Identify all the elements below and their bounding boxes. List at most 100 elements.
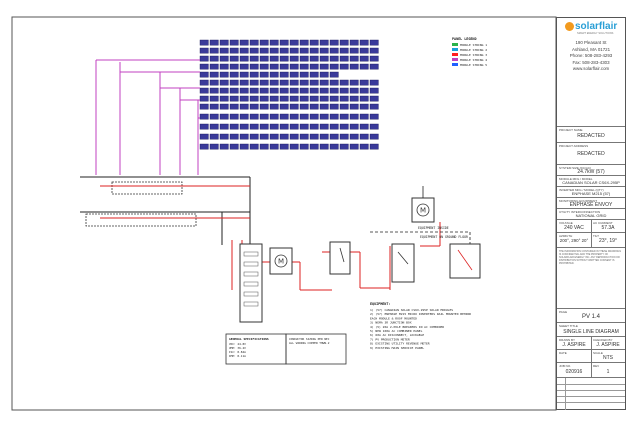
solar-module — [369, 123, 379, 130]
legend-item: MODULE STRING 4 — [460, 58, 487, 62]
solar-module — [369, 113, 379, 120]
equipment-note: 9) EXISTING MAIN SERVICE PANEL — [370, 346, 424, 350]
solar-module — [359, 103, 369, 110]
solar-module — [229, 133, 239, 140]
solar-module — [349, 47, 359, 54]
azimuth-cell: AZIMUTH 200°, 290° 20° TILT 23°, 19° — [557, 232, 625, 248]
solar-module — [359, 123, 369, 130]
solar-module — [269, 79, 279, 86]
solar-module — [349, 79, 359, 86]
phone: Phone: 508-283-4293 — [569, 53, 613, 59]
solar-module — [329, 133, 339, 140]
solar-module — [259, 113, 269, 120]
solar-module — [309, 71, 319, 78]
solar-module — [329, 143, 339, 150]
solar-module — [299, 79, 309, 86]
utility-cell: UTILITY INTERCONNECTION NATIONAL GRID — [557, 208, 625, 219]
azimuth: 200°, 290° 20° — [559, 238, 589, 243]
solar-module — [229, 143, 239, 150]
solar-module — [289, 63, 299, 70]
module-array — [199, 39, 379, 150]
system-size-cell: SYSTEM SIZE (DC/AC) 24.7kW (57) — [557, 164, 625, 175]
solar-module — [299, 63, 309, 70]
job-cell: JOB NO. 020916 REV 1 — [557, 362, 625, 378]
solar-module — [239, 87, 249, 94]
solar-module — [249, 143, 259, 150]
solar-module — [199, 55, 209, 62]
solar-module — [339, 47, 349, 54]
solar-module — [269, 113, 279, 120]
conductor-note: CONDUCTOR SIZING PER NEC — [289, 337, 330, 341]
solar-module — [339, 63, 349, 70]
solar-module — [229, 95, 239, 102]
solar-module — [299, 103, 309, 110]
solar-module — [239, 47, 249, 54]
solar-module — [259, 103, 269, 110]
solar-module — [319, 113, 329, 120]
solar-module — [219, 71, 229, 78]
date-cell: DATE SCALE NTS — [557, 349, 625, 363]
solar-module — [349, 95, 359, 102]
solar-module — [219, 63, 229, 70]
solar-module — [239, 95, 249, 102]
checked-by: J. ASPIRE — [596, 342, 620, 348]
legend-title: PANEL LEGEND — [452, 37, 477, 41]
solar-module — [369, 47, 379, 54]
solar-module — [269, 133, 279, 140]
ac-current: 57.3A — [601, 225, 615, 231]
page-number: PV 1.4 — [581, 314, 600, 320]
voltage: 240 VAC — [564, 225, 584, 231]
module-model: CANADIAN SOLAR CS6X-295P — [562, 180, 620, 185]
solar-module — [309, 55, 319, 62]
solar-module — [339, 39, 349, 46]
solar-module — [259, 95, 269, 102]
solar-module — [279, 47, 289, 54]
website: www.solarflair.com — [572, 66, 610, 72]
solar-module — [369, 63, 379, 70]
equipment-notes: EQUIPMENT: 1) (57) CANADIAN SOLAR CS6X-2… — [370, 302, 471, 350]
solar-module — [319, 143, 329, 150]
solar-module — [209, 103, 219, 110]
solar-module — [339, 103, 349, 110]
voltage-cell: VOLTAGE 240 VAC AC CURRENT 57.3A — [557, 219, 625, 233]
solar-module — [259, 39, 269, 46]
utility-meter: M — [411, 186, 435, 223]
solar-module — [359, 143, 369, 150]
solar-module — [269, 55, 279, 62]
solar-module — [359, 79, 369, 86]
solar-module — [269, 95, 279, 102]
solar-module — [199, 87, 209, 94]
solar-module — [329, 95, 339, 102]
solar-module — [199, 143, 209, 150]
solar-module — [249, 103, 259, 110]
solar-module — [219, 87, 229, 94]
solar-module — [319, 87, 329, 94]
solar-module — [209, 47, 219, 54]
solar-module — [279, 143, 289, 150]
solar-module — [219, 123, 229, 130]
solar-module — [309, 143, 319, 150]
solar-module — [309, 47, 319, 54]
solar-module — [229, 47, 239, 54]
solar-module — [339, 95, 349, 102]
solar-module — [329, 87, 339, 94]
equipment-note: 1) (57) CANADIAN SOLAR CS6X-295P SOLAR M… — [370, 308, 453, 312]
solar-module — [229, 123, 239, 130]
solar-module — [209, 79, 219, 86]
solar-module — [309, 95, 319, 102]
solar-module — [249, 71, 259, 78]
legend-item: MODULE STRING 3 — [460, 53, 487, 57]
legend-swatch — [452, 63, 458, 66]
junction-boxes — [85, 181, 197, 227]
utility-meter-symbol: M — [420, 207, 426, 215]
solar-module — [239, 103, 249, 110]
solar-module — [289, 103, 299, 110]
solar-module — [269, 47, 279, 54]
solar-module — [209, 95, 219, 102]
legend-swatch — [452, 48, 458, 51]
solar-module — [309, 133, 319, 140]
solar-module — [219, 79, 229, 86]
solar-module — [359, 47, 369, 54]
solar-module — [199, 95, 209, 102]
solar-module — [289, 87, 299, 94]
